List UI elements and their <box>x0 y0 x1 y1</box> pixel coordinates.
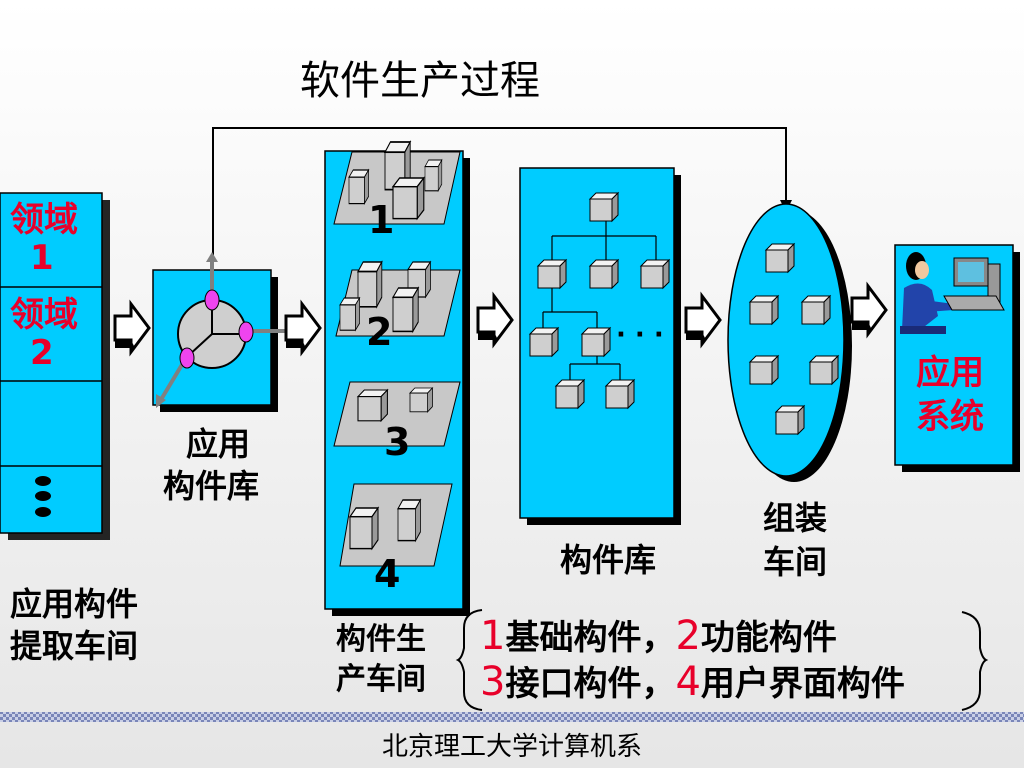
flow-arrow-4 <box>684 294 722 346</box>
platform-number-2: 2 <box>366 310 393 354</box>
app-library-label-1: 应用 <box>186 425 251 463</box>
app-component-library-box <box>152 252 306 412</box>
production-workshop-label-1: 构件生 <box>336 622 426 657</box>
app-library-label-2: 构件库 <box>163 467 260 505</box>
domain1-num: 1 <box>30 238 54 278</box>
slide-title: 软件生产过程 <box>300 58 540 104</box>
production-workshop-label-2: 产车间 <box>336 662 426 697</box>
domain1-label: 领域 <box>10 200 78 240</box>
tree-ellipsis: · · · <box>616 320 664 350</box>
production-workshop-box <box>324 150 470 616</box>
legend-text-2: 功能构件 <box>700 618 837 658</box>
application-system-box <box>894 244 1020 472</box>
platform-number-3: 3 <box>384 420 411 464</box>
legend-num-4: 4 <box>675 659 701 705</box>
legend-line-1: 1基础构件，2功能构件 <box>480 610 837 659</box>
legend-num-3: 3 <box>480 659 506 705</box>
user-at-computer-icon <box>900 252 1005 334</box>
feedback-line <box>212 127 787 258</box>
extract-workshop-label-2: 提取车间 <box>10 627 139 665</box>
flow-arrow-1 <box>113 302 151 354</box>
footer-text: 北京理工大学计算机系 <box>381 732 642 762</box>
domain2-num: 2 <box>30 333 54 373</box>
domain-column <box>0 192 110 540</box>
legend-text-1: 基础构件， <box>505 618 676 658</box>
flow-arrow-5 <box>850 284 888 336</box>
domain2-label: 领域 <box>10 295 78 335</box>
component-library-label: 构件库 <box>560 541 657 579</box>
assembly-label-2: 车间 <box>763 543 828 581</box>
flow-arrow-2 <box>284 302 322 354</box>
assembly-workshop-ellipse <box>727 203 852 482</box>
platform-number-4: 4 <box>374 552 401 596</box>
legend-text-4: 用户界面构件 <box>700 664 905 704</box>
extract-workshop-label-1: 应用构件 <box>10 585 139 623</box>
legend-text-3: 接口构件， <box>505 664 676 704</box>
platform-number-1: 1 <box>368 198 395 242</box>
legend-num-2: 2 <box>675 613 701 659</box>
app-system-label-2: 系统 <box>916 397 984 437</box>
legend-line-2: 3接口构件，4用户界面构件 <box>480 656 905 705</box>
legend-num-1: 1 <box>480 613 506 659</box>
legend-left-brace <box>455 609 483 711</box>
footer-bar <box>0 712 1024 722</box>
app-system-label-1: 应用 <box>916 353 984 393</box>
flow-arrow-3 <box>476 294 514 346</box>
component-library-box <box>519 167 681 525</box>
assembly-label-1: 组装 <box>763 499 828 537</box>
legend-right-brace <box>961 611 989 711</box>
